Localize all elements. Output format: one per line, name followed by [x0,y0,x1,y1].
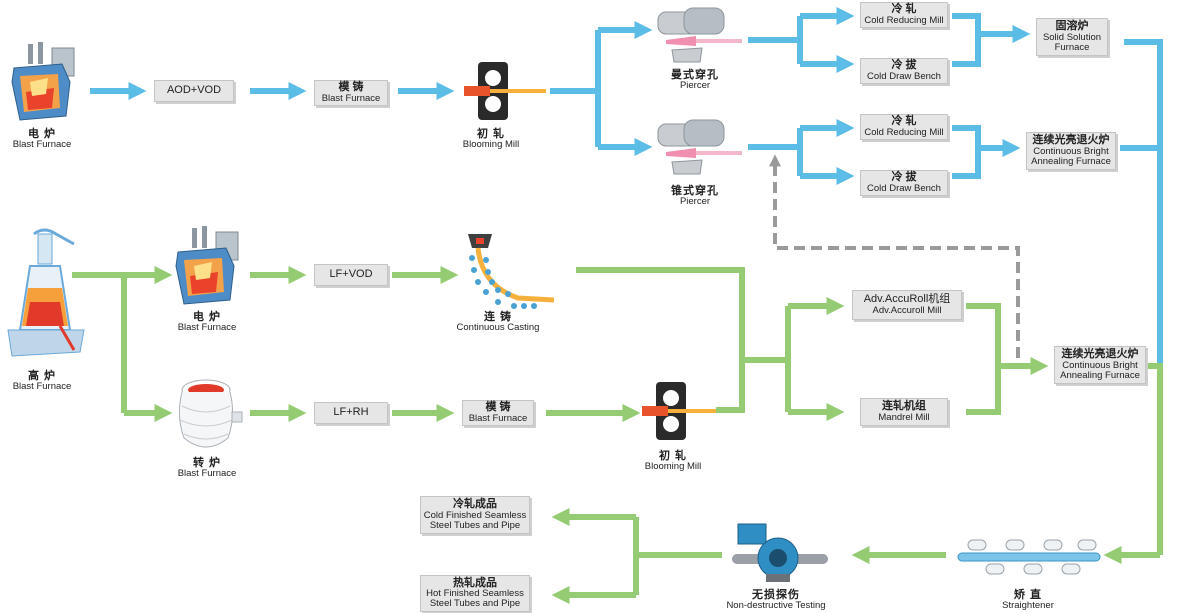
line-ndt-out [633,517,722,558]
line-merge-1 [952,13,981,67]
box-lf-vod: LF+VOD [314,264,388,286]
electric-furnace-mid-icon [175,226,239,305]
line-mill-merge [966,303,1001,415]
green-flow-lines [72,266,1163,604]
line-green-to-return [1148,363,1163,555]
dashed-return-line [769,154,1020,358]
straightener-icon [957,539,1101,575]
box-lf-rh: LF+RH [314,402,388,424]
box-aod-vod: AOD+VOD [154,80,234,102]
blooming-mill-bottom-icon [642,382,716,440]
line-merge-2 [952,125,981,179]
piercer-2-icon [657,119,742,175]
electric-furnace-icon [11,42,75,121]
blast-furnace-icon [7,228,85,357]
continuous-caster-icon [468,234,555,309]
ndt-icon [732,523,828,582]
piercer-1-icon [657,7,742,63]
line-right-collector [1124,39,1163,555]
blue-flow-lines [90,7,1163,555]
converter-icon [178,379,243,448]
line-caster-out [576,267,745,413]
blooming-mill-top-icon [464,62,546,120]
